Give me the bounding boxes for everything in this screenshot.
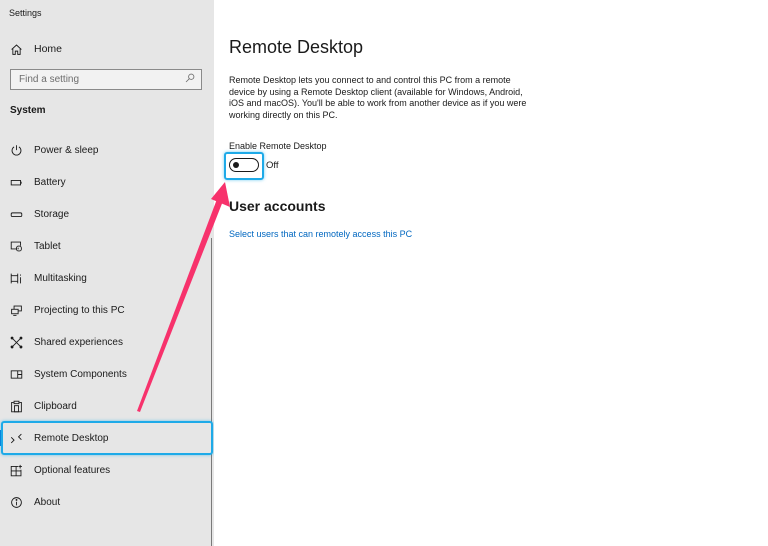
- app-title: Settings: [9, 8, 42, 18]
- sidebar-item-about[interactable]: About: [0, 486, 212, 518]
- enable-remote-desktop-toggle[interactable]: [229, 158, 259, 172]
- sidebar-item-multitasking[interactable]: Multitasking: [0, 262, 212, 294]
- shared-experiences-icon: [9, 335, 23, 349]
- sidebar-item-label: Tablet: [34, 240, 61, 252]
- sidebar-scrollbar[interactable]: [211, 238, 212, 546]
- search-placeholder: Find a setting: [19, 74, 80, 85]
- storage-icon: [9, 207, 23, 221]
- sidebar: Settings Home Find a setting System Powe…: [0, 0, 214, 546]
- clipboard-icon: [9, 399, 23, 413]
- search-icon[interactable]: [185, 73, 195, 86]
- toggle-label: Enable Remote Desktop: [229, 141, 327, 151]
- sidebar-item-label: About: [34, 496, 61, 508]
- page-title: Remote Desktop: [229, 37, 364, 57]
- section-label-system: System: [10, 105, 46, 116]
- sidebar-item-tablet[interactable]: Tablet: [0, 230, 212, 262]
- search-input[interactable]: Find a setting: [10, 69, 202, 90]
- sidebar-item-label: Battery: [34, 176, 66, 188]
- projecting-icon: [9, 303, 23, 317]
- sidebar-item-label: Remote Desktop: [34, 432, 109, 444]
- main-content: Remote Desktop Remote Desktop lets you c…: [214, 0, 768, 546]
- page-description: Remote Desktop lets you connect to and c…: [229, 75, 527, 120]
- sidebar-item-label: Home: [34, 43, 63, 55]
- sidebar-item-clipboard[interactable]: Clipboard: [0, 390, 212, 422]
- sidebar-item-label: Shared experiences: [34, 336, 123, 348]
- home-icon: [9, 42, 23, 56]
- sidebar-item-home[interactable]: Home: [0, 33, 212, 65]
- sidebar-item-shared-experiences[interactable]: Shared experiences: [0, 326, 212, 358]
- sidebar-item-storage[interactable]: Storage: [0, 198, 212, 230]
- sidebar-item-label: Clipboard: [34, 400, 77, 412]
- system-components-icon: [9, 367, 23, 381]
- sidebar-item-label: Power & sleep: [34, 144, 99, 156]
- sidebar-item-label: Optional features: [34, 464, 111, 476]
- sidebar-item-label: Projecting to this PC: [34, 304, 125, 316]
- enable-remote-desktop-toggle-group: Off: [229, 158, 279, 172]
- sidebar-item-label: System Components: [34, 368, 127, 380]
- optional-features-icon: [9, 463, 23, 477]
- sidebar-item-system-components[interactable]: System Components: [0, 358, 212, 390]
- select-users-link[interactable]: Select users that can remotely access th…: [229, 229, 413, 239]
- power-icon: [9, 143, 23, 157]
- sidebar-item-power-sleep[interactable]: Power & sleep: [0, 134, 212, 166]
- toggle-state-text: Off: [266, 159, 279, 171]
- info-icon: [9, 495, 23, 509]
- tablet-icon: [9, 239, 23, 253]
- sidebar-item-remote-desktop[interactable]: Remote Desktop: [0, 422, 212, 454]
- multitasking-icon: [9, 271, 23, 285]
- remote-desktop-icon: [9, 431, 23, 445]
- toggle-knob: [233, 161, 239, 168]
- sidebar-item-optional-features[interactable]: Optional features: [0, 454, 212, 486]
- sidebar-item-battery[interactable]: Battery: [0, 166, 212, 198]
- sidebar-item-label: Multitasking: [34, 272, 87, 284]
- user-accounts-heading: User accounts: [229, 198, 326, 214]
- battery-icon: [9, 175, 23, 189]
- sidebar-item-projecting[interactable]: Projecting to this PC: [0, 294, 212, 326]
- sidebar-item-label: Storage: [34, 208, 70, 220]
